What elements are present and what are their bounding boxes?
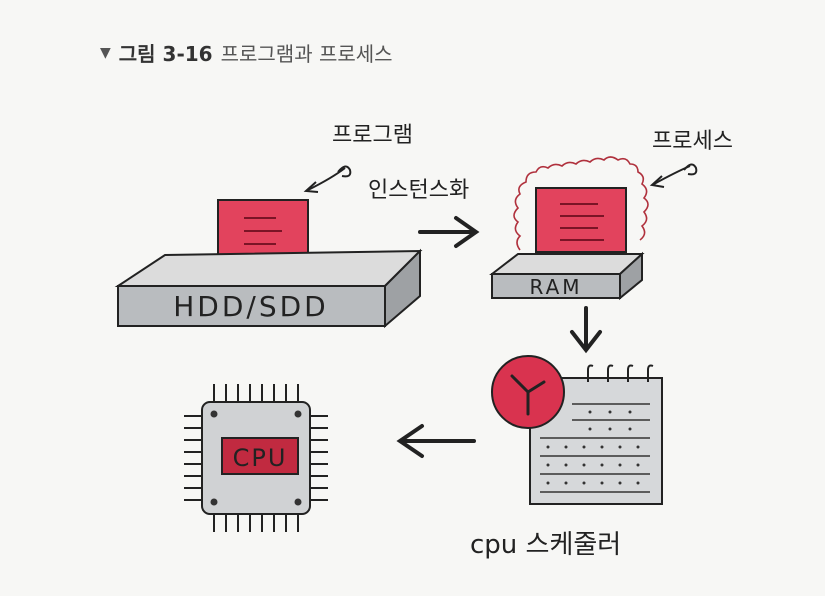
- instantiate-label: 인스턴스화: [368, 178, 469, 203]
- figure-number: 그림 3-16: [118, 42, 213, 66]
- ram-slab-top: [489, 253, 645, 275]
- scheduler-group: [491, 355, 663, 505]
- process-document: [535, 187, 627, 253]
- storage-label: HDD/SDD: [173, 290, 329, 323]
- program-pointer-icon: [303, 165, 352, 193]
- clock-icon: [491, 355, 565, 429]
- cpu-label: CPU: [233, 444, 288, 472]
- program-label: 프로그램: [332, 123, 413, 148]
- ram-label: RAM: [529, 275, 582, 299]
- scheduler-label: cpu 스케줄러: [470, 530, 621, 560]
- ram-slab-front: [491, 273, 621, 299]
- calendar-rings-icon: [587, 364, 654, 382]
- calendar-grid: [540, 403, 650, 493]
- ram-group: RAM: [489, 156, 649, 301]
- cpu-pins: [184, 384, 328, 532]
- storage-slab-top: [114, 249, 423, 287]
- cpu-label-plate: [221, 437, 299, 475]
- storage-group: HDD/SDD: [114, 199, 423, 329]
- process-document-lines: [560, 203, 604, 241]
- cpu-chip: CPU: [184, 384, 328, 532]
- program-document-lines: [244, 217, 282, 245]
- process-label: 프로세스: [652, 129, 733, 154]
- process-pointer-icon: [649, 163, 698, 188]
- down-arrow-icon: [570, 306, 602, 354]
- left-arrow-icon: [396, 424, 476, 458]
- triangle-down-icon: ▼: [100, 44, 111, 61]
- instantiate-arrow-icon: [418, 216, 480, 248]
- calendar-dots: [546, 410, 640, 485]
- figure-title: 프로그램과 프로세스: [220, 42, 393, 66]
- figure-caption: ▼ 그림 3-16 프로그램과 프로세스: [100, 38, 393, 67]
- cpu-corner-dots: [210, 410, 302, 506]
- storage-slab-front: [117, 285, 386, 327]
- process-aura: [513, 156, 649, 251]
